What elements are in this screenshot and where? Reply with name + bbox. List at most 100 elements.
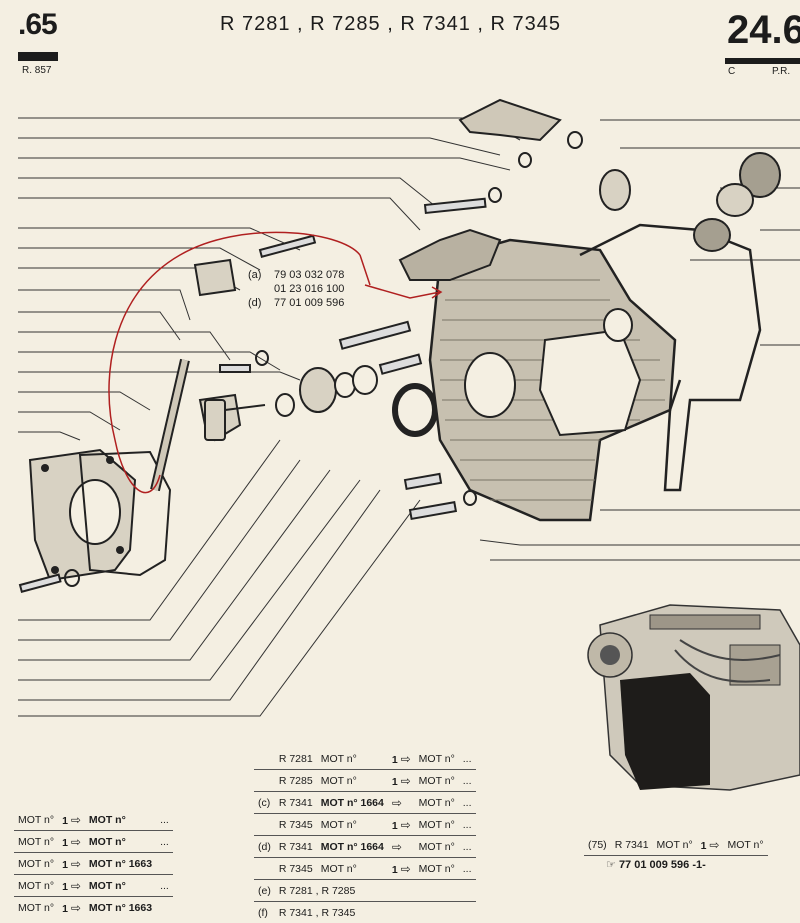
position-label: (c) [254,791,275,814]
ref-row: (a)79 03 032 078 [248,268,344,282]
ellipsis: ... [156,874,173,897]
bolts [18,197,487,593]
top-bracket [458,98,562,142]
mot-range-end: MOT n° 1663 [84,852,157,875]
mot-label: MOT n° [14,830,59,853]
mot-label: MOT n° 1664 [316,835,388,858]
serial-start: 1 [700,839,707,852]
ref-label: (a) [248,269,262,281]
ellipsis: ... [156,809,173,831]
table-row: (c) R 7341 MOT n° 1664 ⇨ MOT n° ... [254,791,476,814]
ellipsis: ... [458,835,476,858]
gasket-right [579,223,762,492]
model-code: R 7341 [610,834,653,856]
mot-range-end: MOT n° [414,769,459,792]
table-row: (d) R 7341 MOT n° 1664 ⇨ MOT n° ... [254,835,476,858]
position-label: (f) [258,906,268,919]
position-label [254,748,275,770]
model-code: R 7345 [274,813,317,836]
table-row: R 7345 MOT n° 1 ⇨ MOT n° ... [254,857,476,880]
right-arrow-icon: ⇨ [391,795,402,810]
right-arrow-icon: ⇨ [70,812,81,827]
right-arrow-icon: ⇨ [709,837,720,852]
leader-lines-left [18,117,521,717]
ref-label: (d) [248,297,262,309]
filler-cap [599,152,781,252]
ellipsis [156,897,173,919]
table-row: (75) R 7341 MOT n° 1 ⇨ MOT n° [584,834,768,856]
model-code: R 7341 [274,791,317,814]
footer-part-number: 77 01 009 596 -1- [618,859,706,871]
ref-part-number: 01 23 016 100 [274,283,345,295]
position-label: (e) [254,879,275,902]
washers [64,131,583,587]
handwritten-annotation [108,231,443,494]
serial-start: 1 [391,775,398,788]
models-title: R 7281 , R 7285 , R 7341 , R 7345 [220,13,561,35]
table-row: R 7285 MOT n° 1 ⇨ MOT n° ... [254,769,476,792]
ellipsis: ... [156,830,173,853]
gasket-left [78,450,172,577]
ellipsis: ... [458,748,476,770]
mot-label: MOT n° [316,769,388,792]
right-arrow-icon: ⇨ [400,817,411,832]
ellipsis: ... [458,791,476,814]
mot-range-end: MOT n° [84,809,157,831]
table-row: MOT n° 1 ⇨ MOT n° ... [14,809,173,831]
sensor [204,399,266,441]
mot-range-end: MOT n° [414,748,459,770]
mot-range-end: MOT n° [414,857,459,880]
ellipsis: ... [458,813,476,836]
section-pr: P.R. [772,66,791,77]
serial-start: 1 [391,753,398,766]
right-arrow-icon: ⇨ [70,900,81,915]
table-row: MOT n° 1 ⇨ MOT n° ... [14,874,173,897]
serial-start: 1 [62,858,68,871]
model-code: R 7285 [274,769,317,792]
mot-range-end: MOT n° [414,813,459,836]
page-sub-reference: R. 857 [22,65,52,76]
table-row: R 7281 MOT n° 1 ⇨ MOT n° ... [254,748,476,770]
footer-reference: ☞ 77 01 009 596 -1- [606,858,706,871]
ellipsis [156,852,173,875]
hand-pointer-icon: ☞ [606,859,616,871]
mot-range-end: MOT n° [84,874,157,897]
table-row: R 7345 MOT n° 1 ⇨ MOT n° ... [254,813,476,836]
model-list: R 7341 , R 7345 [278,906,356,919]
mot-range-end: MOT n° [84,830,157,853]
serial-start: 1 [62,836,68,849]
section-code: C [728,66,736,77]
table-row: MOT n° 1 ⇨ MOT n° 1663 [14,897,173,919]
ref-row: 01 23 016 100 [248,282,344,296]
model-code: R 7345 [274,857,317,880]
table-row: (e) R 7281 , R 7285 [254,879,476,902]
page-number-right: 24.6 [727,8,800,52]
applicability-table-middle: R 7281 MOT n° 1 ⇨ MOT n° ... R 7285 MOT … [254,748,476,923]
page-number-right-bar [725,58,800,64]
mot-label: MOT n° [316,857,388,880]
position-label: (d) [254,835,275,858]
table-row: MOT n° 1 ⇨ MOT n° 1663 [14,852,173,875]
oil-seal [392,383,438,437]
ellipsis: ... [458,857,476,880]
right-arrow-icon: ⇨ [400,773,411,788]
mot-label: MOT n° [18,901,55,914]
applicability-table-right: (75) R 7341 MOT n° 1 ⇨ MOT n° [584,834,768,856]
right-arrow-icon: ⇨ [70,878,81,893]
serial-start: 1 [62,902,68,915]
right-arrow-icon: ⇨ [400,751,411,766]
ref-row: (d)77 01 009 596 [248,296,344,310]
mot-label: MOT n° 1664 [316,791,388,814]
right-arrow-icon: ⇨ [70,856,81,871]
rear-mounting-plate [28,448,137,582]
engine-photo [580,585,800,800]
model-code: R 7341 [274,835,317,858]
right-arrow-icon: ⇨ [70,834,81,849]
mot-label: MOT n° [652,834,697,856]
mot-label: MOT n° [316,748,388,770]
mot-range-end: MOT n° 1663 [88,901,153,914]
mot-range-end: MOT n° [723,834,768,856]
timing-cover [398,228,677,522]
diagram-reference-block: (a)79 03 032 078 01 23 016 100 (d)77 01 … [248,268,344,310]
right-arrow-icon: ⇨ [391,839,402,854]
